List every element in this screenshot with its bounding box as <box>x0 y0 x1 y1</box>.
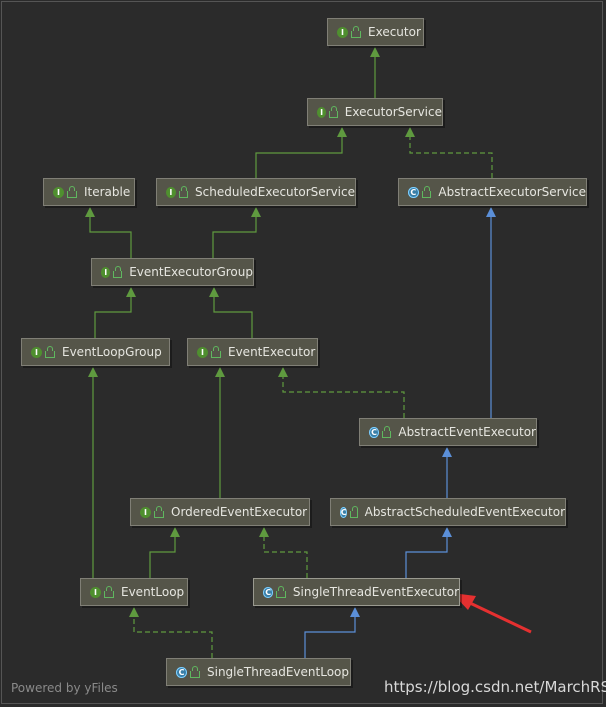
node-executor-service[interactable]: I ExecutorService <box>307 98 443 126</box>
node-scheduled-executor-service[interactable]: I ScheduledExecutorService <box>156 178 356 206</box>
node-event-executor[interactable]: I EventExecutor <box>187 338 318 366</box>
edge-arrowhead <box>259 527 269 537</box>
interface-icon: I <box>166 186 176 198</box>
edge-arrowhead <box>88 367 98 377</box>
interface-icon: I <box>140 506 151 518</box>
edge-arrowhead <box>442 447 452 457</box>
public-access-icon <box>329 105 338 118</box>
edge-executor-service-to-executor <box>370 47 380 98</box>
node-label: OrderedEventExecutor <box>171 505 308 519</box>
node-label: AbstractEventExecutor <box>398 425 536 439</box>
edge-abstract-scheduled-event-executor-to-abstract-event-executor <box>442 447 452 498</box>
edge-arrowhead <box>129 607 139 617</box>
edge-event-executor-group-to-iterable <box>85 207 132 258</box>
node-label: Executor <box>368 25 421 39</box>
edge-arrowhead <box>85 207 95 217</box>
edge-arrowhead <box>486 207 496 217</box>
powered-by-label: Powered by yFiles <box>11 681 118 695</box>
edge-event-loop-group-to-event-executor-group <box>94 287 136 338</box>
abstract-class-icon: C <box>176 666 187 678</box>
pointer-arrow <box>452 593 532 634</box>
public-access-icon <box>45 345 55 358</box>
public-access-icon <box>67 185 77 198</box>
edge-single-thread-event-loop-to-single-thread-event-executor <box>304 607 360 658</box>
node-label: ExecutorService <box>344 105 442 119</box>
edge-layer <box>85 47 496 658</box>
abstract-class-icon: C <box>340 506 348 518</box>
node-event-loop[interactable]: I EventLoop <box>80 578 188 606</box>
node-label: SingleThreadEventExecutor <box>292 585 459 599</box>
node-label: EventLoopGroup <box>62 345 162 359</box>
edge-single-thread-event-loop-to-event-loop <box>129 607 213 658</box>
edge-scheduled-executor-service-to-executor-service <box>255 127 347 178</box>
node-single-thread-event-executor[interactable]: C SingleThreadEventExecutor <box>253 578 460 606</box>
public-access-icon <box>350 505 359 518</box>
edge-event-loop-to-ordered-event-executor <box>149 527 180 578</box>
edge-arrowhead <box>370 47 380 57</box>
interface-icon: I <box>317 106 327 118</box>
public-access-icon <box>382 425 392 438</box>
node-event-loop-group[interactable]: I EventLoopGroup <box>21 338 170 366</box>
edge-arrowhead <box>215 367 225 377</box>
edge-abstract-event-executor-to-event-executor <box>278 367 405 418</box>
edge-ordered-event-executor-to-event-executor <box>215 367 225 498</box>
edge-arrowhead <box>442 527 452 537</box>
public-access-icon <box>104 585 114 598</box>
node-label: EventLoop <box>121 585 185 599</box>
interface-icon: I <box>31 346 42 358</box>
node-single-thread-event-loop[interactable]: C SingleThreadEventLoop <box>166 658 351 686</box>
public-access-icon <box>154 505 164 518</box>
edge-abstract-event-executor-to-abstract-executor-service <box>486 207 496 418</box>
node-label: EventExecutorGroup <box>129 265 253 279</box>
node-abstract-executor-service[interactable]: C AbstractExecutorService <box>398 178 587 206</box>
interface-icon: I <box>90 586 101 598</box>
node-label: EventExecutor <box>228 345 316 359</box>
edge-single-thread-event-executor-to-ordered-event-executor <box>259 527 308 578</box>
public-access-icon <box>421 185 432 198</box>
edge-arrowhead <box>278 367 288 377</box>
edge-event-loop-to-event-loop-group <box>88 367 98 578</box>
edge-abstract-executor-service-to-executor-service <box>405 127 493 178</box>
edge-event-executor-to-event-executor-group <box>209 287 253 338</box>
edge-arrowhead <box>170 527 180 537</box>
public-access-icon <box>351 25 361 38</box>
edge-arrowhead <box>126 287 136 297</box>
node-label: SingleThreadEventLoop <box>207 665 350 679</box>
public-access-icon <box>178 185 188 198</box>
edge-arrowhead <box>350 607 360 617</box>
edge-arrowhead <box>251 207 261 217</box>
edge-event-executor-group-to-scheduled-executor-service <box>212 207 261 258</box>
node-label: AbstractScheduledEventExecutor <box>364 505 565 519</box>
interface-icon: I <box>197 346 208 358</box>
node-ordered-event-executor[interactable]: I OrderedEventExecutor <box>130 498 310 526</box>
node-label: AbstractExecutorService <box>438 185 586 199</box>
node-executor[interactable]: I Executor <box>327 18 424 46</box>
public-access-icon <box>113 265 123 278</box>
node-iterable[interactable]: I Iterable <box>43 178 135 206</box>
source-url-watermark: https://blog.csdn.net/MarchRS <box>384 678 606 696</box>
edge-arrowhead <box>337 127 347 137</box>
edge-single-thread-event-executor-to-abstract-scheduled-event-executor <box>405 527 452 578</box>
node-label: ScheduledExecutorService <box>195 185 355 199</box>
public-access-icon <box>190 665 200 678</box>
interface-icon: I <box>101 266 111 278</box>
abstract-class-icon: C <box>369 426 380 438</box>
node-abstract-scheduled-event-executor[interactable]: C AbstractScheduledEventExecutor <box>330 498 566 526</box>
abstract-class-icon: C <box>263 586 274 598</box>
public-access-icon <box>276 585 286 598</box>
interface-icon: I <box>53 186 64 198</box>
node-event-executor-group[interactable]: I EventExecutorGroup <box>91 258 254 286</box>
edge-arrowhead <box>405 127 415 137</box>
edge-arrowhead <box>209 287 219 297</box>
abstract-class-icon: C <box>408 186 419 198</box>
node-label: Iterable <box>84 185 131 199</box>
interface-icon: I <box>337 26 348 38</box>
public-access-icon <box>211 345 221 358</box>
node-abstract-event-executor[interactable]: C AbstractEventExecutor <box>359 418 537 446</box>
